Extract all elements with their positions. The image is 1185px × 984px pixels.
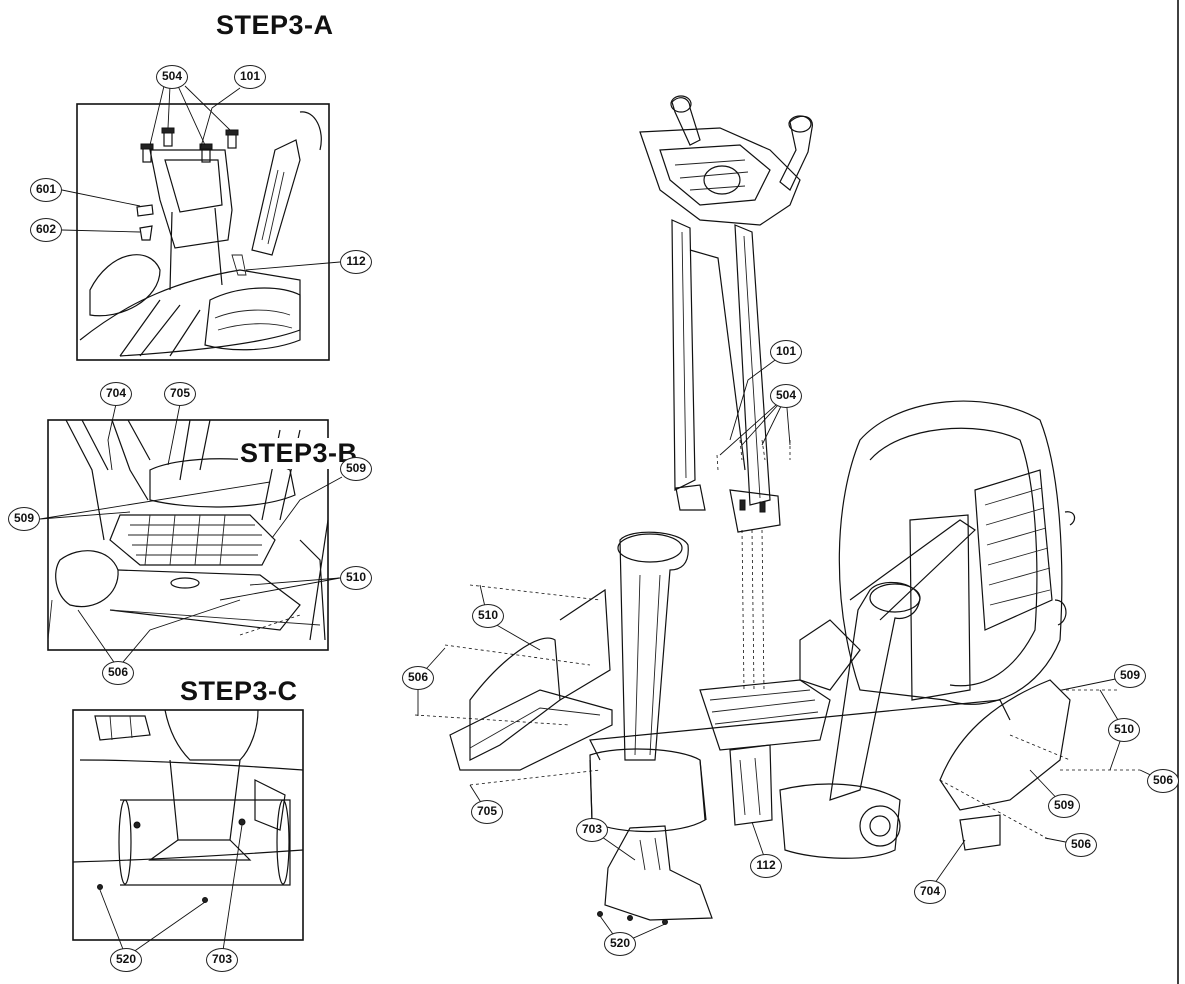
callout-101: 101 [234,65,266,89]
callout-601: 601 [30,178,62,202]
step3a-title: STEP3-A [216,10,334,40]
callout-510: 510 [340,566,372,590]
callout-509: 509 [1114,664,1146,688]
callout-112: 112 [750,854,782,878]
callout-705: 705 [164,382,196,406]
callout-703: 703 [206,948,238,972]
callout-704: 704 [914,880,946,904]
step3c-title: STEP3-C [180,676,298,706]
callout-504: 504 [156,65,188,89]
callout-510: 510 [1108,718,1140,742]
callout-703: 703 [576,818,608,842]
callout-509: 509 [8,507,40,531]
step3c-detail [72,709,304,958]
step3b-title: STEP3-B [238,438,360,469]
callout-101: 101 [770,340,802,364]
callout-112: 112 [340,250,372,274]
callout-520: 520 [110,948,142,972]
callout-506: 506 [102,661,134,685]
callout-506: 506 [1065,833,1097,857]
callout-704: 704 [100,382,132,406]
step3a-detail [61,85,341,361]
main-exploded-view [414,95,1164,945]
callout-506: 506 [1147,769,1179,793]
callout-509: 509 [1048,794,1080,818]
callout-504: 504 [770,384,802,408]
bolt-group [140,127,239,163]
callout-506: 506 [402,666,434,690]
callout-510: 510 [472,604,504,628]
callout-509: 509 [340,457,372,481]
callout-602: 602 [30,218,62,242]
callout-705: 705 [471,800,503,824]
callout-520: 520 [604,932,636,956]
